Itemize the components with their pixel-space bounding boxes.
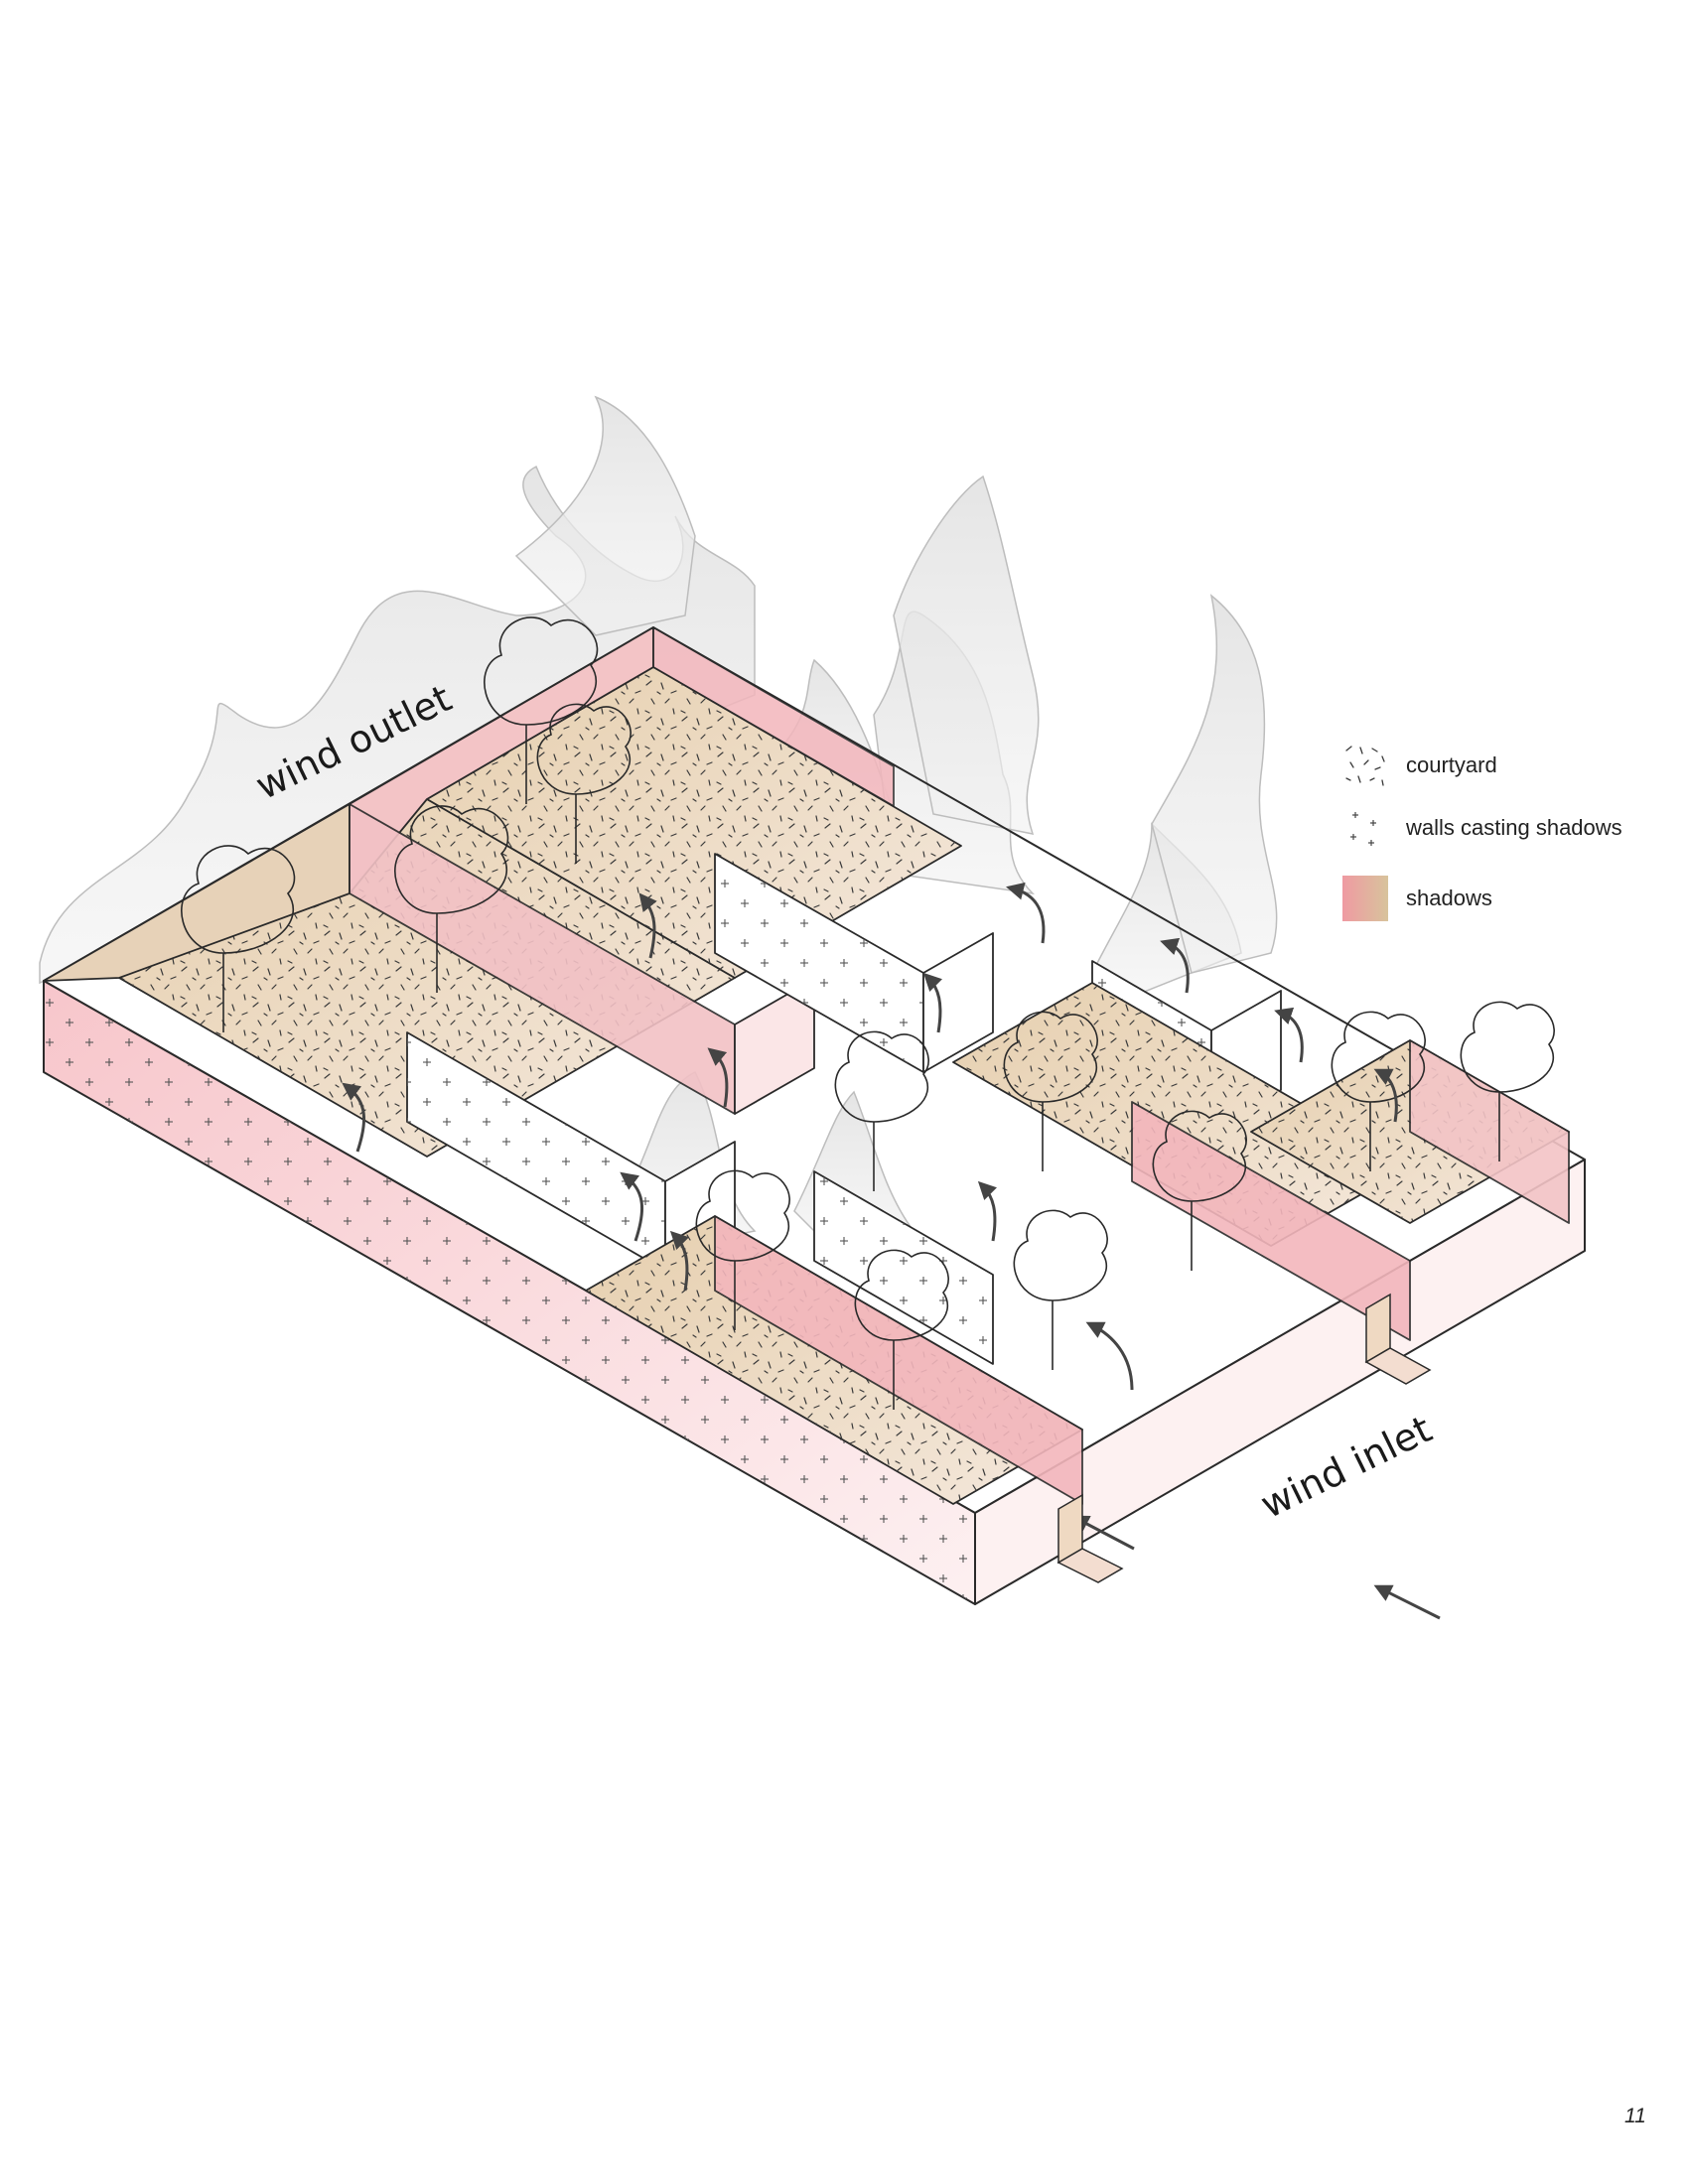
tree-icon <box>1003 1011 1098 1171</box>
tree-icon <box>536 703 632 864</box>
tree-icon <box>834 1030 929 1191</box>
tree-icon <box>394 805 509 993</box>
inlet-openings <box>1056 1293 1432 1583</box>
courtyard-pattern-icon <box>1345 746 1385 786</box>
wind-smoke-plumes <box>39 395 1278 1252</box>
legend-label-shadows: shadows <box>1406 886 1492 910</box>
legend-item-shadows: shadows <box>1342 876 1492 921</box>
legend-item-courtyard: courtyard <box>1342 743 1497 788</box>
courtyard-front <box>585 982 1570 1505</box>
tree-icon <box>854 1249 949 1410</box>
tree-icon <box>1460 1001 1555 1161</box>
tree-icon <box>181 845 296 1032</box>
legend-label-courtyard: courtyard <box>1406 752 1497 777</box>
airflow-arrows <box>342 882 1441 1620</box>
tree-icon <box>1013 1209 1108 1370</box>
legend-item-walls: walls casting shadows <box>1342 805 1622 851</box>
building-outer <box>43 626 1586 1605</box>
trees <box>181 616 1555 1410</box>
courtyard-back-left <box>43 626 962 1158</box>
page-number: 11 <box>1624 2105 1646 2127</box>
tree-icon <box>484 616 599 804</box>
tree-icon <box>695 1169 790 1330</box>
legend-label-walls: walls casting shadows <box>1406 815 1622 840</box>
shadows-gradient-icon <box>1342 876 1388 921</box>
tree-icon <box>1331 1011 1426 1171</box>
walls-plus-pattern-icon <box>1350 812 1376 846</box>
tree-icon <box>1152 1110 1247 1271</box>
